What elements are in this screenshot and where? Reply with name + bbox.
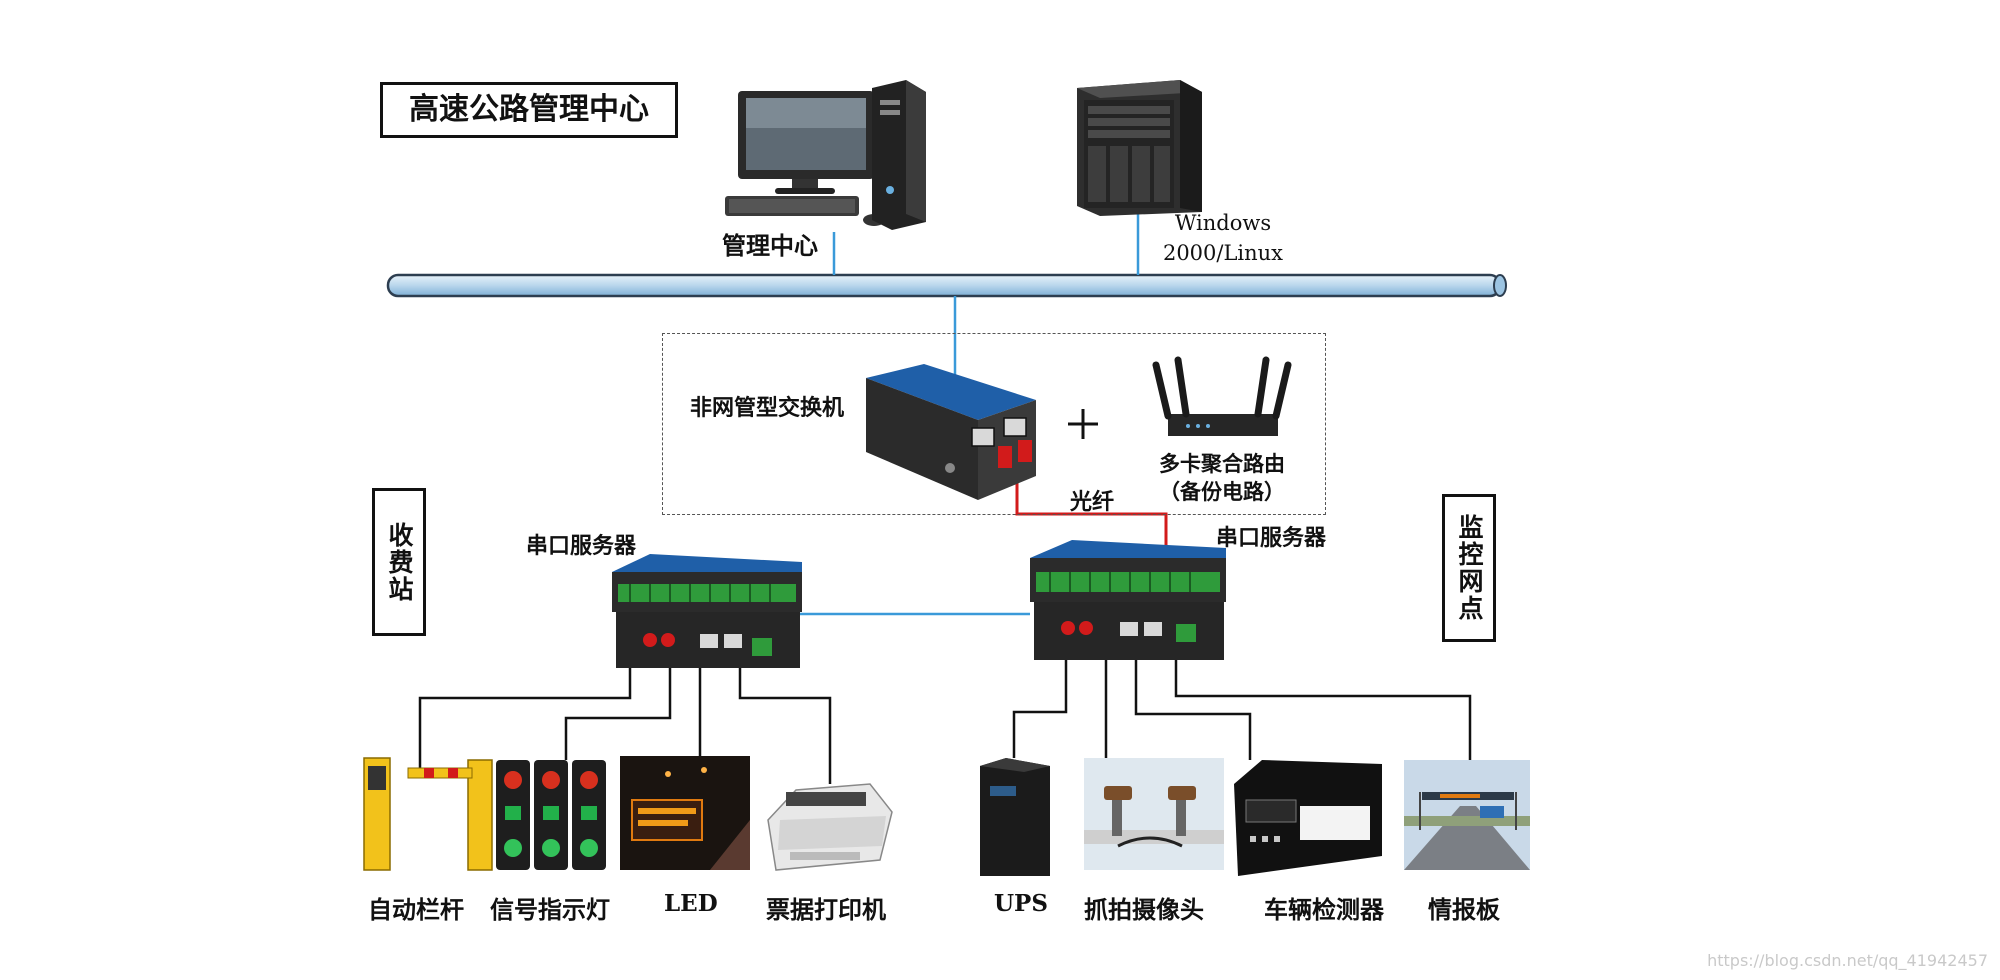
- core-equipment-group: [662, 333, 1326, 515]
- ticket-printer-icon: [767, 783, 893, 871]
- device-label-auto-barrier: 自动栏杆: [368, 895, 464, 924]
- fiber-label: 光纤: [1070, 489, 1115, 515]
- info-board-icon: [1404, 760, 1530, 870]
- management-pc-icon: [725, 80, 926, 230]
- plus-sign: [1068, 409, 1098, 439]
- device-label-ticket-printer: 票据打印机: [766, 895, 886, 924]
- ups-icon: [980, 758, 1050, 876]
- router-label-line2: （备份电路）: [1159, 479, 1285, 504]
- device-label-vehicle-detector: 车辆检测器: [1264, 895, 1384, 924]
- server-os-label: Windows 2000/Linux: [1150, 208, 1296, 268]
- backbone-bus: [386, 273, 1507, 298]
- device-label-ups: UPS: [994, 890, 1048, 917]
- router-label-line1: 多卡聚合路由: [1159, 451, 1285, 476]
- barrier-gate-icon: [363, 757, 493, 871]
- monitor-point-label: 监控网点: [1442, 494, 1496, 642]
- serial-server-left-label: 串口服务器: [526, 533, 637, 559]
- device-label-capture-camera: 抓拍摄像头: [1084, 895, 1204, 924]
- serial-server-left-icon: [612, 554, 802, 668]
- wires-left: [418, 668, 832, 784]
- watermark: https://blog.csdn.net/qq_41942457: [1707, 951, 1988, 970]
- server-os-line2: 2000/Linux: [1162, 241, 1284, 265]
- device-label-signal-light: 信号指示灯: [490, 895, 610, 924]
- led-display-icon: [620, 756, 750, 870]
- serial-server-right-icon: [1030, 540, 1226, 660]
- vehicle-detector-icon: [1234, 760, 1382, 876]
- server-tower-icon: [1077, 80, 1202, 216]
- wires-right: [1012, 660, 1472, 760]
- network-links: [795, 214, 1140, 616]
- server-os-line1: Windows: [1174, 211, 1272, 235]
- switch-icon: [866, 364, 1036, 500]
- page-title: 高速公路管理中心: [380, 82, 678, 138]
- traffic-signal-icon: [496, 760, 606, 870]
- device-label-led: LED: [664, 890, 718, 917]
- router-label: 多卡聚合路由 （备份电路）: [1144, 450, 1300, 506]
- device-label-info-board: 情报板: [1428, 895, 1500, 924]
- switch-label: 非网管型交换机: [690, 395, 845, 421]
- toll-station-label: 收费站: [372, 488, 426, 636]
- router-icon: [1152, 356, 1292, 436]
- capture-camera-icon: [1084, 758, 1224, 870]
- serial-server-right-label: 串口服务器: [1216, 525, 1327, 551]
- management-center-label: 管理中心: [722, 231, 818, 260]
